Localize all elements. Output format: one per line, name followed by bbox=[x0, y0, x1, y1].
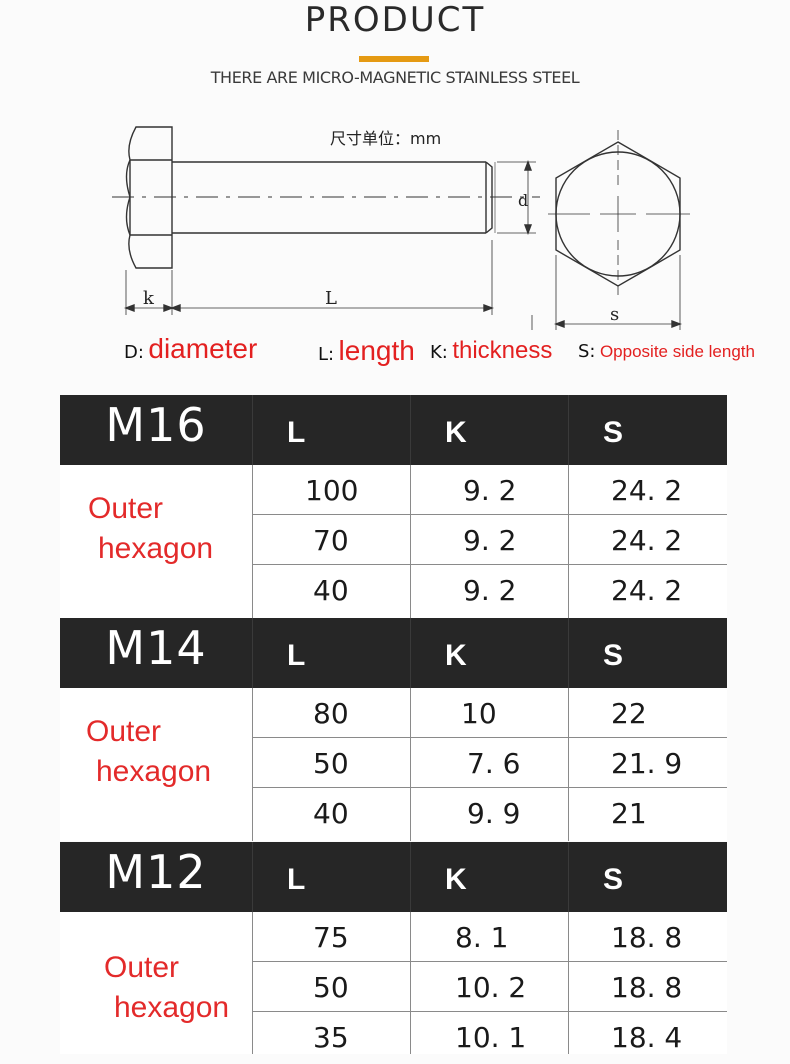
legend-key: L: bbox=[318, 344, 335, 365]
type-label-line2: hexagon bbox=[96, 755, 212, 788]
table-header-row: M14 L K S bbox=[60, 618, 727, 688]
cell-K: 9. 2 bbox=[411, 565, 569, 618]
column-header-K: K bbox=[411, 618, 569, 688]
type-label-cell: Outer hexagon bbox=[60, 465, 253, 618]
cell-K: 9. 9 bbox=[411, 788, 569, 841]
column-header-L: L bbox=[253, 618, 411, 688]
table-body: Outer hexagon 80 10 22 50 7. 6 21. 9 40 … bbox=[60, 688, 727, 841]
column-header-S: S bbox=[603, 416, 624, 449]
table-row: 75 8. 1 18. 8 bbox=[253, 912, 727, 962]
dim-label-d: d bbox=[518, 191, 528, 210]
column-header-L: L bbox=[253, 842, 411, 912]
cell-L: 35 bbox=[253, 1012, 411, 1054]
table-row: 40 9. 2 24. 2 bbox=[253, 565, 727, 618]
column-header-S: S bbox=[603, 639, 624, 672]
cell-S: 24. 2 bbox=[611, 474, 683, 507]
column-header-K: K bbox=[411, 395, 569, 465]
cell-L: 40 bbox=[253, 788, 411, 841]
size-label: M12 bbox=[60, 842, 253, 912]
legend-item-diameter: D: diameter bbox=[124, 333, 257, 365]
dim-label-s: s bbox=[610, 304, 619, 325]
hexagon-end-view bbox=[548, 130, 690, 298]
legend-value: length bbox=[338, 335, 415, 366]
legend-key: D: bbox=[124, 342, 144, 363]
cell-L: 100 bbox=[253, 465, 411, 515]
page-title: PRODUCT bbox=[304, 0, 486, 40]
column-header-K: K bbox=[411, 842, 569, 912]
page-subtitle: THERE ARE MICRO-MAGNETIC STAINLESS STEEL bbox=[210, 68, 580, 87]
unit-note: 尺寸单位：mm bbox=[330, 129, 441, 148]
cell-S: 24. 2 bbox=[611, 574, 683, 607]
cell-K: 9. 2 bbox=[411, 515, 569, 565]
cell-L: 50 bbox=[253, 962, 411, 1012]
cell-K: 10. 2 bbox=[411, 962, 569, 1012]
table-row: 35 10. 1 18. 4 bbox=[253, 1012, 727, 1054]
legend-key: S: bbox=[578, 341, 596, 362]
cell-K: 10. 1 bbox=[411, 1012, 569, 1054]
dim-label-L: L bbox=[325, 288, 337, 309]
table-body: Outer hexagon 100 9. 2 24. 2 70 9. 2 24.… bbox=[60, 465, 727, 618]
column-header-S: S bbox=[603, 863, 624, 896]
table-row: 70 9. 2 24. 2 bbox=[253, 515, 727, 565]
legend-value: Opposite side length bbox=[599, 342, 755, 361]
legend-value: diameter bbox=[148, 333, 258, 364]
size-label: M14 bbox=[60, 618, 253, 688]
cell-L: 80 bbox=[253, 688, 411, 738]
cell-S: 18. 8 bbox=[611, 971, 683, 1004]
legend-item-opposite-side: S: Opposite side length bbox=[578, 341, 755, 362]
legend-item-length: L: length bbox=[318, 335, 415, 367]
cell-L: 50 bbox=[253, 738, 411, 788]
cell-L: 75 bbox=[253, 912, 411, 962]
type-label-line2: hexagon bbox=[98, 532, 214, 565]
table-row: 50 7. 6 21. 9 bbox=[253, 738, 727, 788]
title-accent-bar bbox=[359, 56, 429, 62]
table-row: 100 9. 2 24. 2 bbox=[253, 465, 727, 515]
type-label-cell: Outer hexagon bbox=[60, 688, 253, 841]
size-label: M16 bbox=[60, 395, 253, 465]
cell-S: 18. 8 bbox=[611, 921, 683, 954]
cell-S: 21. 9 bbox=[611, 747, 683, 780]
table-row: 80 10 22 bbox=[253, 688, 727, 738]
bolt-head-outline bbox=[125, 126, 173, 269]
legend-item-thickness: K: thickness bbox=[430, 337, 552, 365]
table-row: 40 9. 9 21 bbox=[253, 788, 727, 841]
type-label-line1: Outer bbox=[88, 492, 164, 525]
cell-K: 8. 1 bbox=[411, 912, 569, 962]
legend-key: K: bbox=[430, 342, 448, 363]
type-label-line1: Outer bbox=[86, 715, 162, 748]
cell-K: 10 bbox=[411, 688, 569, 738]
column-header-L: L bbox=[253, 395, 411, 465]
cell-L: 70 bbox=[253, 515, 411, 565]
cell-S: 22 bbox=[611, 697, 647, 730]
table-header-row: M16 L K S bbox=[60, 395, 727, 465]
cell-K: 7. 6 bbox=[411, 738, 569, 788]
cell-K: 9. 2 bbox=[411, 465, 569, 515]
cell-S: 24. 2 bbox=[611, 524, 683, 557]
cell-S: 21 bbox=[611, 797, 647, 830]
type-label-cell: Outer hexagon bbox=[60, 912, 253, 1054]
bolt-technical-drawing: 尺寸单位：mm d k L s bbox=[112, 126, 690, 330]
dim-label-k: k bbox=[143, 288, 155, 309]
legend-value: thickness bbox=[452, 337, 553, 364]
cell-S: 18. 4 bbox=[611, 1021, 683, 1054]
type-label-line1: Outer bbox=[104, 951, 180, 984]
cell-L: 40 bbox=[253, 565, 411, 618]
table-header-row: M12 L K S bbox=[60, 842, 727, 912]
table-body: Outer hexagon 75 8. 1 18. 8 50 10. 2 18.… bbox=[60, 912, 727, 1054]
type-label-line2: hexagon bbox=[114, 991, 230, 1024]
table-row: 50 10. 2 18. 8 bbox=[253, 962, 727, 1012]
